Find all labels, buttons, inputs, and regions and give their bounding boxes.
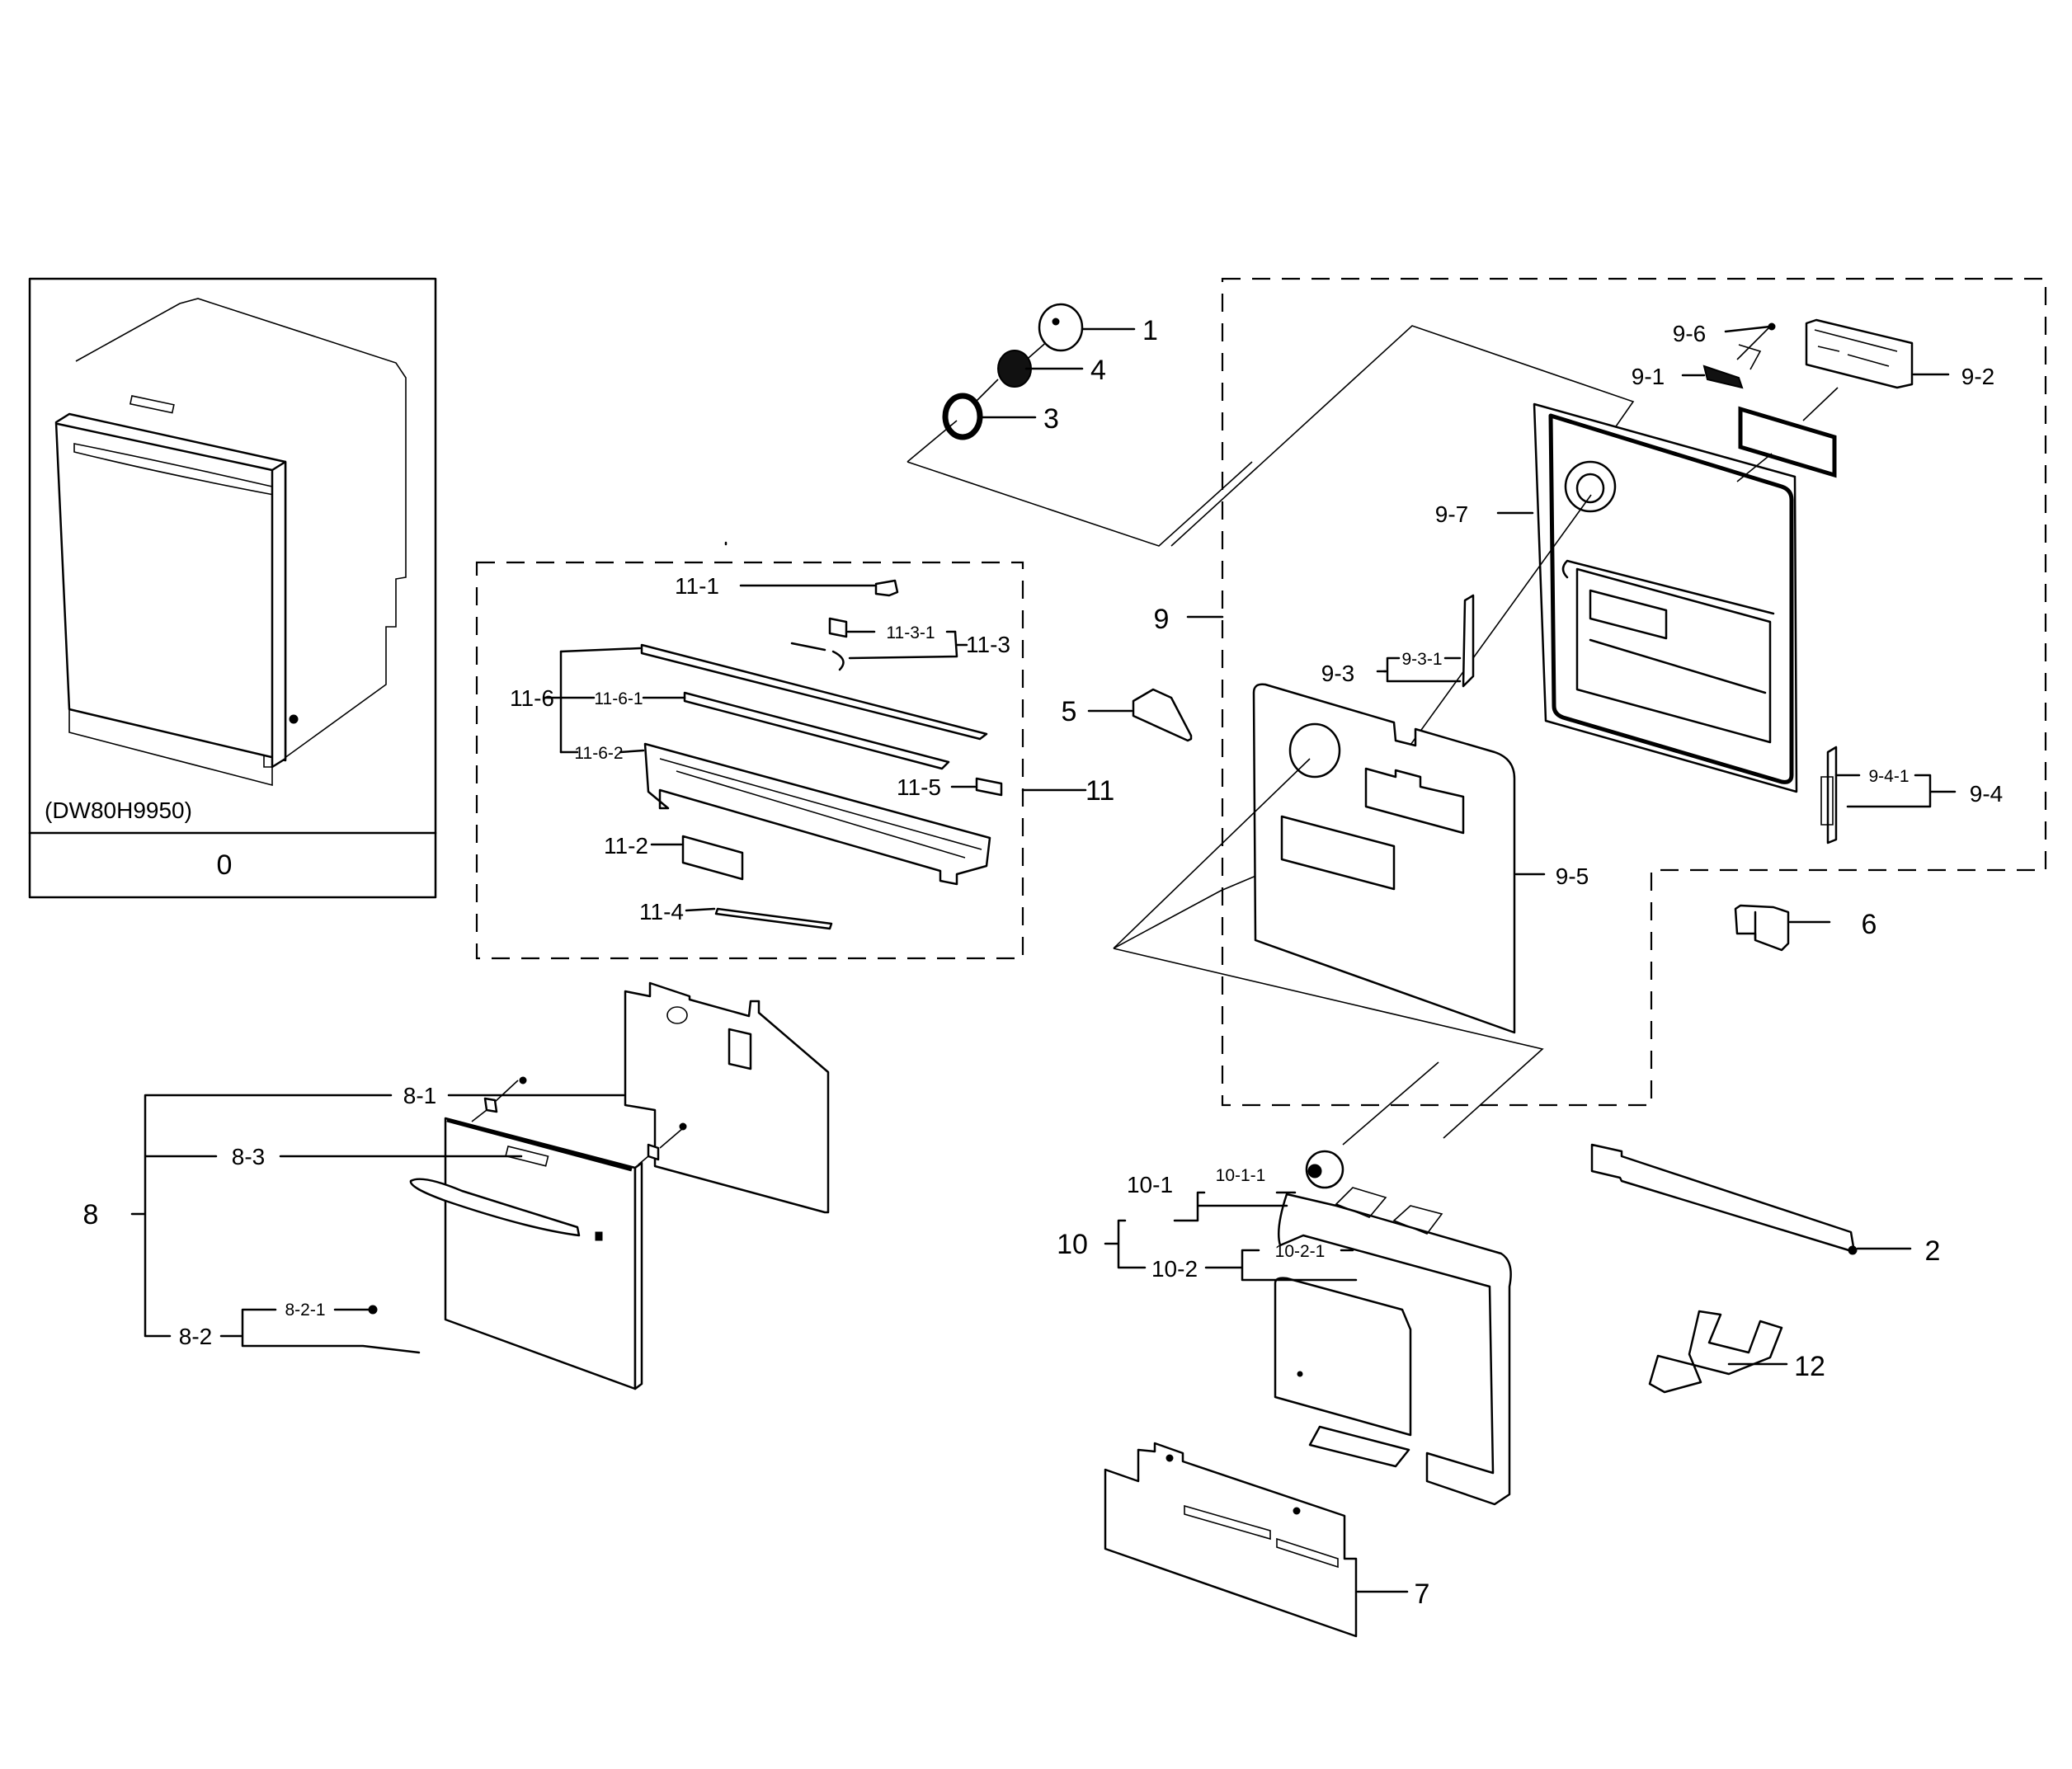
part-11-4-light-guide xyxy=(714,907,833,930)
part-2: 2 xyxy=(1590,1143,1941,1267)
part-11-6-trim-strip xyxy=(640,643,988,741)
callout-9-4: 9-4 xyxy=(1970,781,2003,807)
callout-3: 3 xyxy=(1043,403,1059,435)
callout-9-6: 9-6 xyxy=(1673,321,1706,346)
part-12: 12 xyxy=(1648,1310,1825,1394)
model-number-label: (DW80H9950) xyxy=(45,797,192,823)
callout-9: 9 xyxy=(1154,604,1170,635)
part-11-2-button-board xyxy=(681,835,744,881)
callout-11-6-1: 11-6-1 xyxy=(594,689,643,708)
callout-11-5: 11-5 xyxy=(897,774,941,800)
part-8-door-outer xyxy=(444,1117,637,1390)
dishwasher-overview-illustration xyxy=(54,298,407,787)
callout-10: 10 xyxy=(1057,1229,1088,1260)
callout-10-1-1: 10-1-1 xyxy=(1216,1166,1266,1185)
callout-7: 7 xyxy=(1415,1578,1430,1610)
callout-9-7: 9-7 xyxy=(1435,501,1468,527)
part-2-rail xyxy=(1590,1143,1856,1254)
callout-8: 8 xyxy=(83,1199,99,1230)
part-9-7-inner-door xyxy=(1533,402,1798,793)
part-8-2-door-handle xyxy=(409,1178,581,1237)
callout-11-6: 11-6 xyxy=(510,685,554,711)
part-group-10: 10 10-1 10-1-1 10-2 10-2-1 xyxy=(1057,1061,1512,1506)
callout-8-1: 8-1 xyxy=(403,1083,436,1108)
part-10-2-duct xyxy=(1277,1193,1512,1506)
part-7-toe-kick xyxy=(1104,1442,1358,1638)
callout-9-2: 9-2 xyxy=(1961,364,1994,389)
callout-11-6-2: 11-6-2 xyxy=(574,744,623,763)
callout-2: 2 xyxy=(1925,1235,1941,1267)
part-11-1 xyxy=(874,579,899,597)
part-9-2-dispenser xyxy=(1805,318,1914,389)
callout-12: 12 xyxy=(1794,1351,1825,1382)
callout-11-3-1: 11-3-1 xyxy=(886,623,935,642)
part-11-5-tag xyxy=(975,777,1003,797)
part-6: 6 xyxy=(1734,904,1877,952)
part-group-8: 8 8-1 8-3 8-2 8-2-1 xyxy=(83,981,830,1390)
callout-6: 6 xyxy=(1862,909,1877,940)
callout-4: 4 xyxy=(1090,355,1106,386)
part-9-1-sensor xyxy=(1702,365,1744,389)
part-3-ring xyxy=(942,393,983,440)
overview-panel: (DW80H9950) 0 xyxy=(28,277,437,899)
callout-10-2-1: 10-2-1 xyxy=(1275,1242,1326,1261)
part-11-3-1-label xyxy=(828,617,848,638)
callout-8-3: 8-3 xyxy=(232,1144,265,1169)
part-12-bracket xyxy=(1648,1310,1783,1394)
part-9-3-hinge xyxy=(1462,594,1475,688)
part-group-11: 11-1 11-3-1 11-3 11-6 11-6-1 11-6-2 11-5… xyxy=(475,541,1114,960)
callout-9-5: 9-5 xyxy=(1556,863,1589,889)
callout-5: 5 xyxy=(1062,696,1077,727)
part-7: 7 xyxy=(1104,1442,1430,1638)
callout-11-2: 11-2 xyxy=(604,833,648,859)
callout-11-3: 11-3 xyxy=(966,632,1010,657)
part-9-2-gasket xyxy=(1738,406,1837,478)
part-10-1-1-fan xyxy=(1305,1150,1344,1189)
overview-item-number: 0 xyxy=(217,849,233,881)
callout-9-3: 9-3 xyxy=(1321,661,1354,686)
callout-11-1: 11-1 xyxy=(675,573,719,599)
part-8-1-door-panel xyxy=(624,981,830,1214)
callout-1: 1 xyxy=(1142,315,1158,346)
callout-9-4-1: 9-4-1 xyxy=(1868,767,1909,786)
part-group-1-3-4: 1 4 3 xyxy=(906,303,1253,547)
callout-11-4: 11-4 xyxy=(639,899,684,924)
part-1-cap xyxy=(1038,303,1084,352)
callout-9-1: 9-1 xyxy=(1632,364,1665,389)
callout-8-2: 8-2 xyxy=(179,1324,212,1349)
callout-11: 11 xyxy=(1085,775,1114,807)
callout-9-3-1: 9-3-1 xyxy=(1401,650,1442,669)
callout-8-2-1: 8-2-1 xyxy=(285,1301,325,1320)
part-9-4-hinge xyxy=(1826,746,1838,845)
part-group-9: 9 9-7 9-6 9-1 9-2 9-3-1 xyxy=(1113,277,2047,1139)
part-11-6-1-strip xyxy=(683,691,950,770)
part-5: 5 xyxy=(1062,688,1193,742)
callout-10-1: 10-1 xyxy=(1127,1172,1173,1197)
callout-10-2: 10-2 xyxy=(1151,1256,1198,1282)
